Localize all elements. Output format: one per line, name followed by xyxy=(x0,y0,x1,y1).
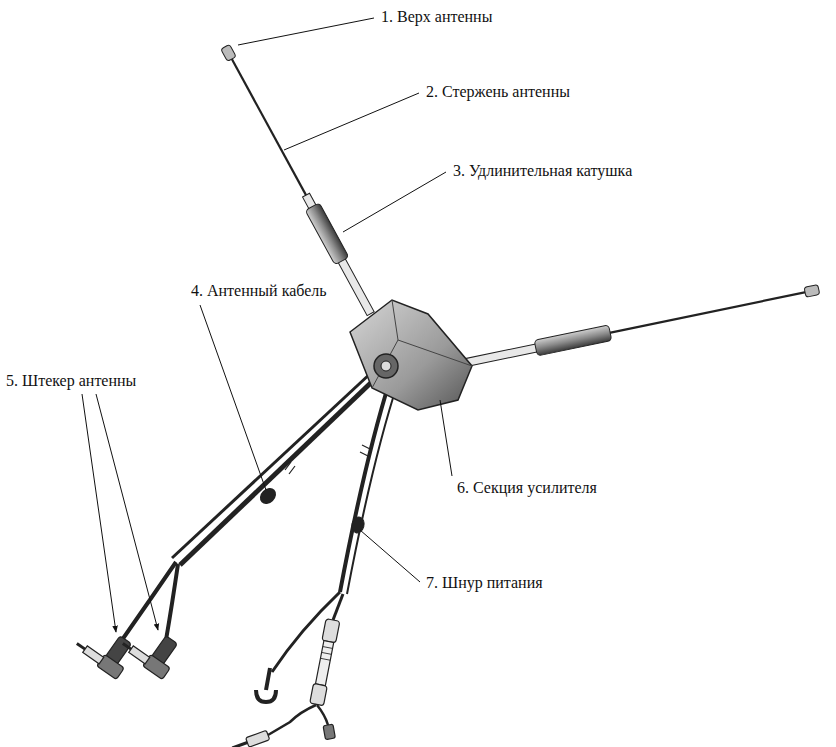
part-label: 2. Стержень антенны xyxy=(425,83,571,101)
antenna-cable xyxy=(122,372,378,640)
part-label: 3. Удлинительная катушка xyxy=(452,162,633,180)
part-label: 6. Секция усилителя xyxy=(456,479,598,497)
antenna-rod xyxy=(218,43,378,318)
part-label: 5. Штекер антенны xyxy=(5,372,137,390)
antenna-rod xyxy=(458,282,821,372)
leader-line xyxy=(82,18,452,632)
amplifier-housing xyxy=(350,300,472,410)
part-label: 7. Шнур питания xyxy=(425,574,544,592)
antenna-plug xyxy=(73,618,184,680)
part-label: 1. Верх антенны xyxy=(380,8,493,26)
power-cord xyxy=(231,380,398,747)
part-label: 4. Антенный кабель xyxy=(190,282,328,300)
